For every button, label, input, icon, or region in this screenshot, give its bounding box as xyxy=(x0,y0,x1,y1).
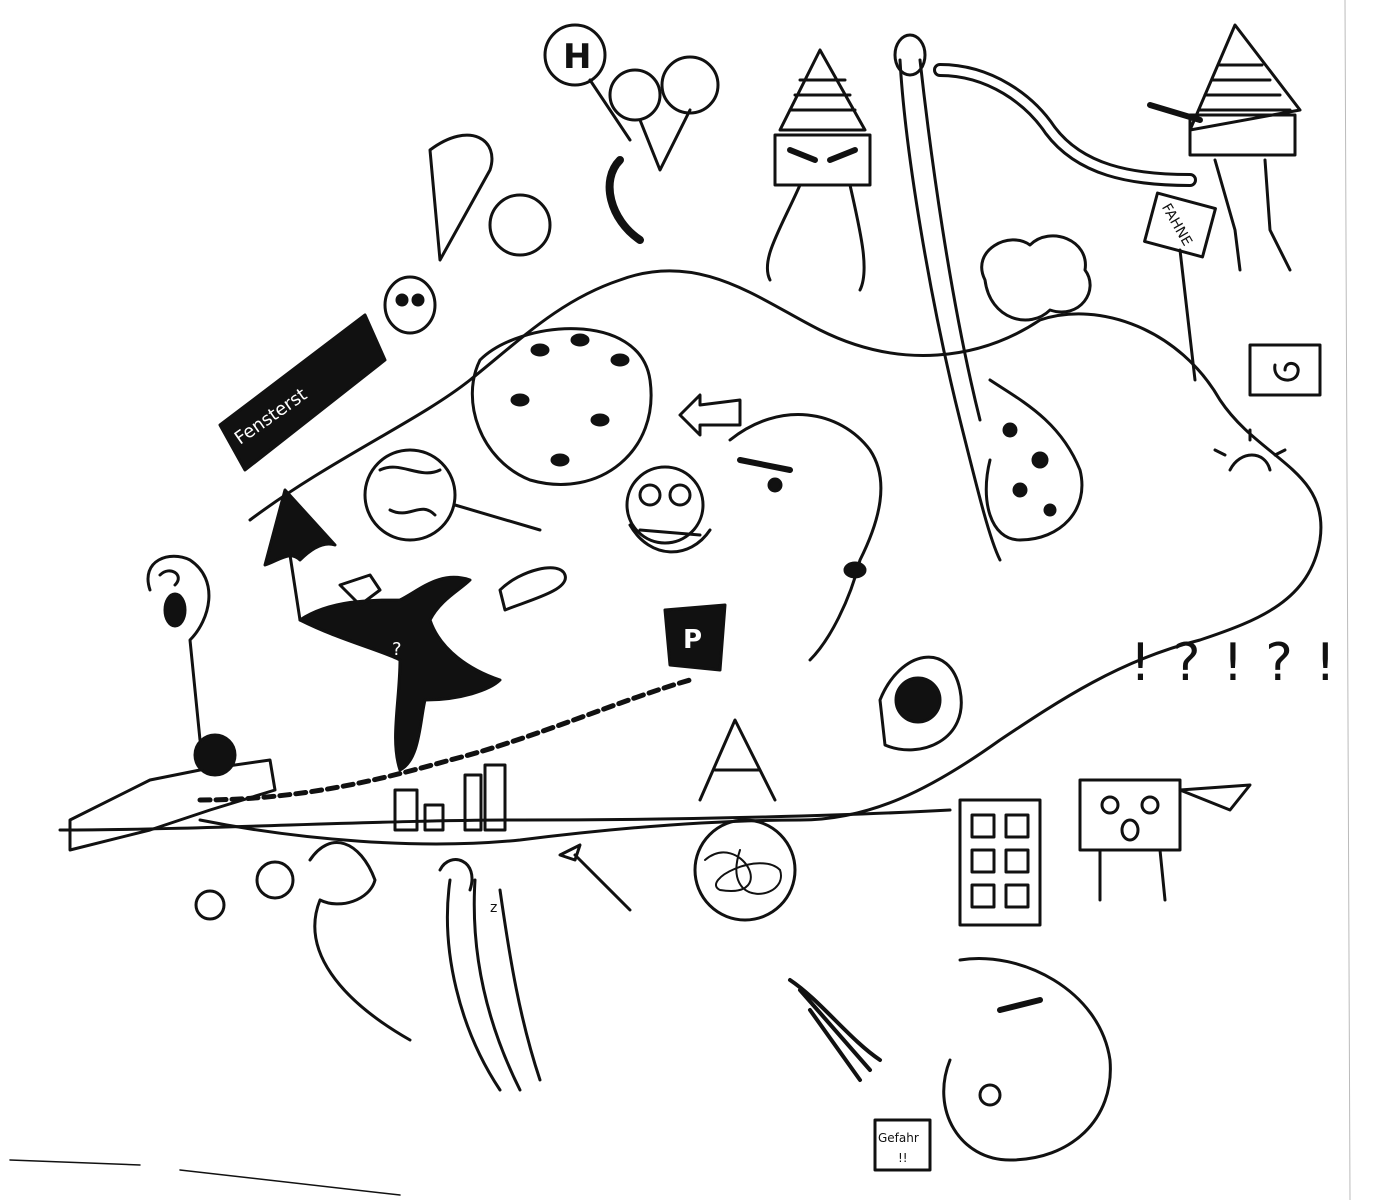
black-banner: Fensterst xyxy=(218,313,387,472)
central-landmass-outline xyxy=(198,269,1323,846)
umbrella xyxy=(263,488,337,622)
exclamation-row: !?!?! xyxy=(1130,633,1358,693)
box-label-2: !! xyxy=(898,1151,908,1165)
scissors-drawing xyxy=(605,55,720,244)
cloud-shape xyxy=(980,234,1092,322)
ghost-spiral xyxy=(146,554,211,742)
question-figure: ? xyxy=(298,573,502,772)
page-edge-line xyxy=(9,1159,401,1196)
beard-scribble xyxy=(788,978,882,1082)
p-letter: P xyxy=(683,625,702,655)
bird-figure xyxy=(194,841,412,1042)
box-label: Gefahr xyxy=(878,1131,919,1145)
letter-a-drawing: A xyxy=(698,718,777,810)
h-bubble: H xyxy=(543,23,632,142)
bread-loaf xyxy=(498,566,567,612)
giraffe-drawing xyxy=(893,33,1084,562)
sun-shape xyxy=(1213,428,1287,472)
chain xyxy=(197,677,693,803)
box-creature xyxy=(1078,778,1252,902)
large-eye xyxy=(878,655,963,752)
labeled-box: Gefahr !! xyxy=(873,1118,932,1172)
h-letter: H xyxy=(563,37,591,77)
curved-pipe xyxy=(933,63,1197,187)
fahne-text: FAHNE xyxy=(1158,201,1195,249)
monkey-face xyxy=(625,465,712,554)
bald-head xyxy=(942,957,1112,1162)
ground-line xyxy=(58,808,952,832)
sleep-z: z xyxy=(490,900,497,916)
striped-hat-figure xyxy=(1147,23,1302,272)
city-skyline xyxy=(393,763,507,832)
chocolate-tablet xyxy=(958,798,1042,927)
page-edge-right xyxy=(1344,0,1351,1200)
big-face-profile xyxy=(728,413,883,662)
key-shape xyxy=(68,733,277,852)
curved-pipe-inner xyxy=(936,66,1194,184)
globe-lollipop xyxy=(363,448,542,542)
scribble-ball xyxy=(693,818,797,922)
arrow-left xyxy=(678,393,742,437)
party-hat-creature xyxy=(765,48,872,292)
torch-cone xyxy=(428,133,552,262)
flowing-ribbons: z xyxy=(438,858,542,1092)
a-letter: A xyxy=(712,740,753,810)
question-mark: ? xyxy=(392,639,402,660)
eyes-cluster xyxy=(470,327,653,486)
spiral-box xyxy=(1248,343,1322,397)
small-skull xyxy=(383,275,437,335)
arrow-up-left xyxy=(558,843,632,912)
p-box: P xyxy=(663,603,727,672)
